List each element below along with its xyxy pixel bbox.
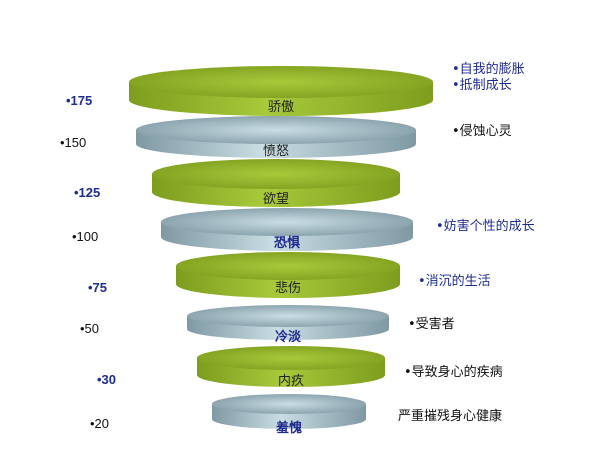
disc-top — [129, 66, 433, 98]
level-value-8: •20 — [90, 416, 110, 431]
disc-label-6: 冷淡 — [274, 330, 302, 345]
level-note-4: •妨害个性的成长 — [436, 219, 535, 234]
disc-label-4: 恐惧 — [273, 236, 301, 251]
funnel-disc-4 — [161, 208, 413, 251]
disc-top — [136, 116, 416, 144]
disc-top — [176, 252, 400, 280]
level-value-1: •175 — [66, 93, 93, 108]
level-note-6: •受害者 — [408, 317, 455, 332]
disc-top — [187, 305, 389, 327]
disc-top — [152, 159, 400, 189]
funnel-disc-1 — [129, 66, 433, 116]
funnel-disc-7 — [197, 346, 385, 387]
funnel-disc-6 — [187, 305, 389, 340]
disc-top — [161, 208, 413, 236]
funnel-disc-3 — [152, 159, 400, 207]
disc-label-5: 悲伤 — [274, 281, 302, 296]
disc-label-2: 愤怒 — [262, 144, 290, 159]
level-value-2: •150 — [60, 135, 87, 150]
level-note-1: •自我的膨胀 •抵制成长 — [452, 62, 525, 93]
disc-label-1: 骄傲 — [267, 100, 295, 115]
funnel-disc-5 — [176, 252, 400, 298]
disc-label-7: 内疚 — [277, 374, 305, 389]
disc-top — [212, 394, 366, 414]
level-note-5: •消沉的生活 — [418, 274, 491, 289]
level-value-7: •30 — [97, 372, 117, 387]
funnel-disc-8 — [212, 394, 366, 429]
level-value-5: •75 — [88, 280, 108, 295]
disc-label-8: 羞愧 — [275, 421, 303, 436]
level-value-3: •125 — [74, 185, 101, 200]
level-value-6: •50 — [80, 321, 100, 336]
disc-label-3: 欲望 — [262, 192, 290, 207]
level-note-2: •侵蚀心灵 — [452, 124, 512, 139]
level-value-4: •100 — [72, 229, 99, 244]
level-note-8: 严重摧残身心健康 — [398, 409, 503, 424]
disc-top — [197, 346, 385, 370]
level-note-7: •导致身心的疾病 — [404, 365, 503, 380]
funnel-disc-2 — [136, 116, 416, 158]
